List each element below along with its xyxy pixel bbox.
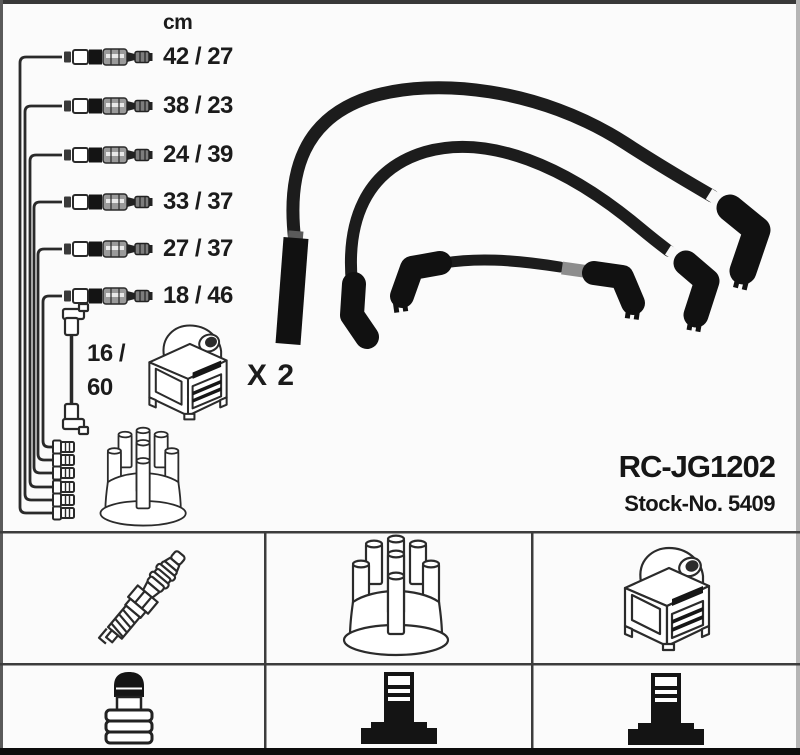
ignition-coil-icon xyxy=(623,546,711,652)
cable-row-connectors xyxy=(63,48,154,305)
coil-lead-16-60 xyxy=(61,302,90,436)
cable-length-label: 27 / 37 xyxy=(163,235,233,262)
distributor-cap-drawing xyxy=(99,426,187,527)
cable-length-label: 33 / 37 xyxy=(163,188,233,215)
coil-lead-length-label-line1: 16 / xyxy=(87,340,126,367)
cable-photo xyxy=(275,81,771,349)
unit-header: cm xyxy=(163,11,193,34)
coil-quantity-label: X 2 xyxy=(247,359,296,392)
top-border xyxy=(0,0,800,4)
stock-number: Stock-No. 5409 xyxy=(624,491,775,516)
legend-grid xyxy=(0,531,800,755)
spark-plug-icon xyxy=(97,550,186,645)
ignition-coil-drawing xyxy=(148,324,228,421)
distributor-terminal-icon xyxy=(361,672,437,744)
right-border xyxy=(796,0,800,755)
harness-lines xyxy=(18,55,62,515)
cable-length-label: 18 / 46 xyxy=(163,282,233,309)
part-number: RC-JG1202 xyxy=(618,449,776,484)
left-border xyxy=(0,0,3,755)
cable-length-label: 42 / 27 xyxy=(163,43,233,70)
coil-terminal-icon xyxy=(628,673,704,745)
plug-boot-icon xyxy=(104,672,154,745)
cable-length-label: 24 / 39 xyxy=(163,141,233,168)
distributor-cap-icon xyxy=(342,534,450,657)
cable-length-label: 38 / 23 xyxy=(163,92,233,119)
coil-lead-length-label-line2: 60 xyxy=(87,374,113,401)
stub-connectors xyxy=(52,439,75,521)
